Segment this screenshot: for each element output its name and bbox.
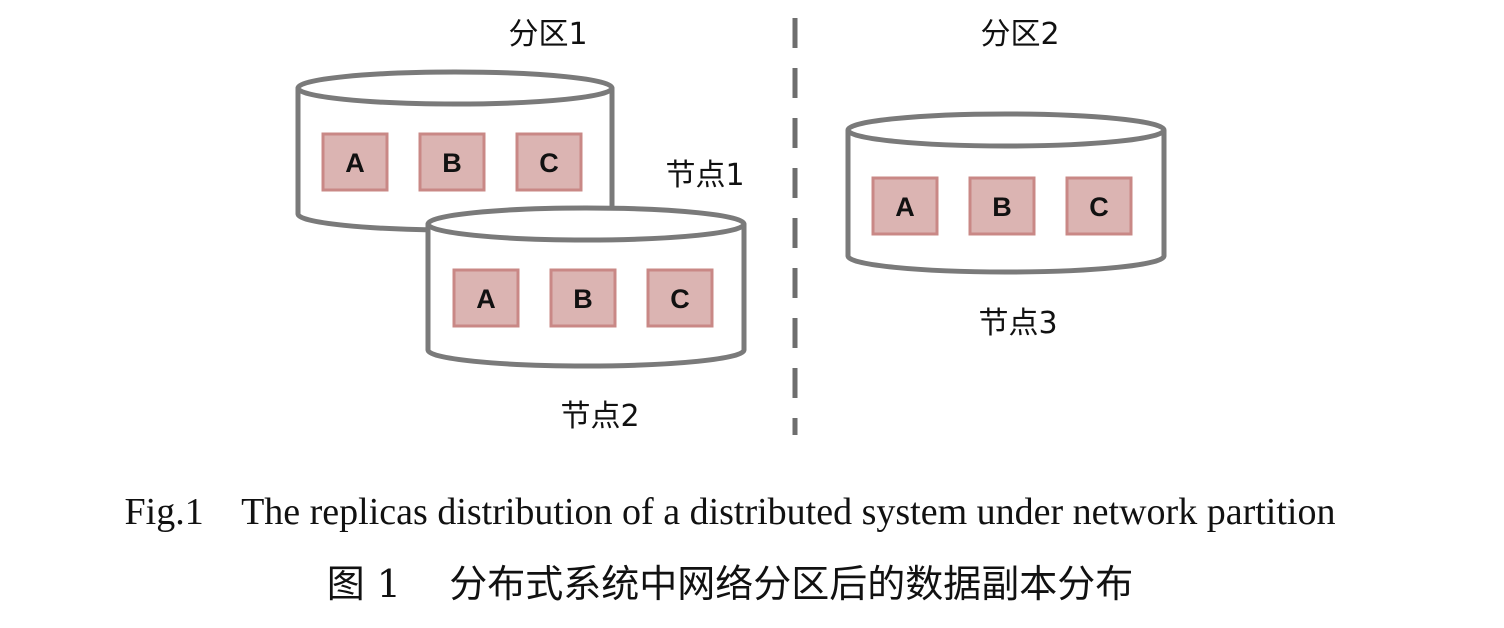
- caption-chinese: 图 1 分布式系统中网络分区后的数据副本分布: [0, 553, 1460, 608]
- partition-2-label: 分区2: [980, 17, 1059, 52]
- node-1-replica-c: C: [515, 132, 583, 192]
- caption-zh-text: 分布式系统中网络分区后的数据副本分布: [449, 562, 1134, 606]
- node-3-replica-c: C: [1065, 176, 1133, 236]
- node-2-replica-b: B: [549, 268, 617, 328]
- node-3-cylinder: A B C: [845, 111, 1167, 275]
- node-2-cylinder: A B C: [425, 205, 747, 369]
- node-2-replica-a: A: [452, 268, 520, 328]
- replica-label: A: [476, 284, 496, 314]
- node-1-replica-b: B: [418, 132, 486, 192]
- node-2-label: 节点2: [560, 399, 639, 434]
- node-1-cylinder: A B C: [295, 69, 615, 233]
- node-2-cylinder-top: [425, 205, 747, 243]
- node-1-replica-a: A: [321, 132, 389, 192]
- caption-en-text: The replicas distribution of a distribut…: [241, 491, 1336, 533]
- replica-label: A: [345, 148, 365, 178]
- replica-box: [452, 268, 520, 328]
- node-3-cylinder-top: [845, 111, 1167, 149]
- node-3-replica-b: B: [968, 176, 1036, 236]
- node-2-replica-c: C: [646, 268, 714, 328]
- replica-box: [549, 268, 617, 328]
- replica-box: [1065, 176, 1133, 236]
- replica-box: [871, 176, 939, 236]
- node-1-cylinder-top: [295, 69, 615, 107]
- partition-1-label: 分区1: [508, 17, 587, 52]
- replica-box: [515, 132, 583, 192]
- caption-en-number: Fig.1: [124, 491, 204, 533]
- replica-label: C: [1089, 192, 1109, 222]
- replica-box: [646, 268, 714, 328]
- replica-label: B: [573, 284, 593, 314]
- node-3-replica-a: A: [871, 176, 939, 236]
- replica-label: B: [992, 192, 1012, 222]
- replica-label: C: [670, 284, 690, 314]
- caption-zh-number: 图 1: [326, 562, 401, 606]
- replica-label: A: [895, 192, 915, 222]
- node-1-label: 节点1: [665, 158, 744, 193]
- replica-label: B: [442, 148, 462, 178]
- caption-english: Fig.1 The replicas distribution of a dis…: [0, 490, 1460, 534]
- replica-label: C: [539, 148, 559, 178]
- replica-box: [968, 176, 1036, 236]
- replica-box: [321, 132, 389, 192]
- node-3-label: 节点3: [978, 306, 1057, 341]
- replica-box: [418, 132, 486, 192]
